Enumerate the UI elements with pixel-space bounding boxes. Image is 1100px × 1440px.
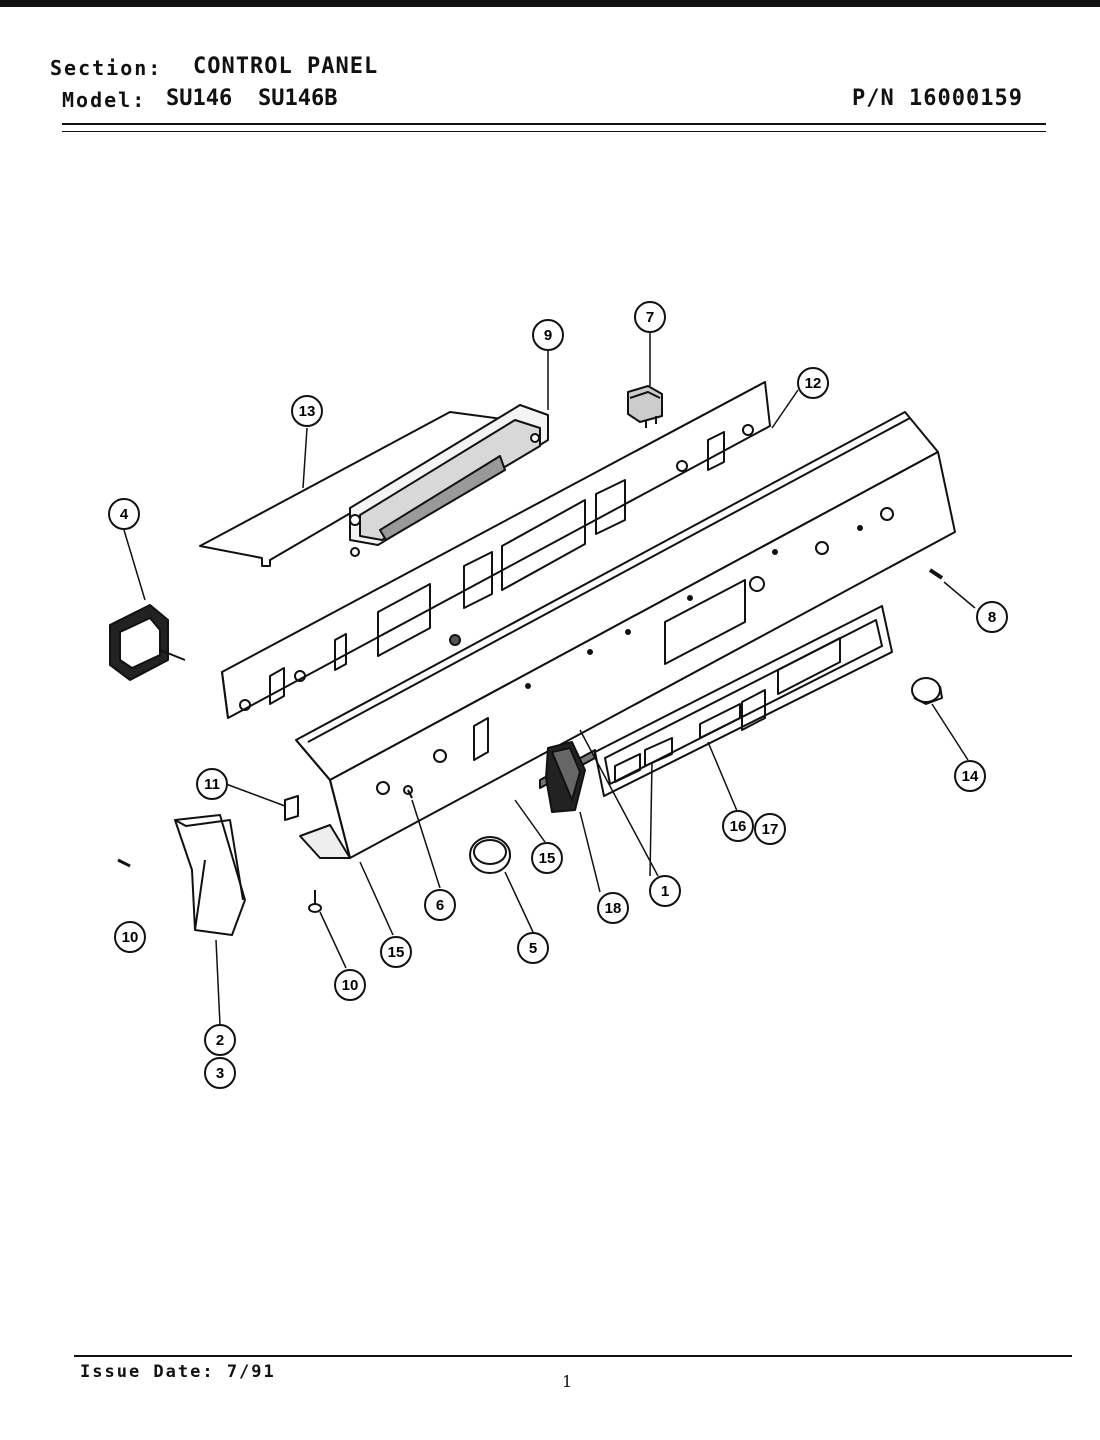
part-11-clip xyxy=(284,795,299,821)
callout-10-bottom: 10 xyxy=(334,969,366,1001)
header-rule-top xyxy=(62,123,1046,125)
header-rule-bottom xyxy=(62,131,1046,132)
callout-9: 9 xyxy=(532,319,564,351)
footer-rule xyxy=(74,1355,1072,1357)
part-5-knob xyxy=(469,836,511,874)
callout-13: 13 xyxy=(291,395,323,427)
callout-8: 8 xyxy=(976,601,1008,633)
callout-6: 6 xyxy=(424,889,456,921)
callout-14-text: 14 xyxy=(962,768,979,785)
part-10-screw-bottom xyxy=(308,890,322,913)
callout-circles: 1 2 3 4 5 6 7 8 9 10 10 11 12 13 14 15 1… xyxy=(108,301,1008,1089)
callout-13-text: 13 xyxy=(299,403,316,420)
part-12-back-panel xyxy=(221,381,771,719)
callout-10-left-text: 10 xyxy=(122,929,139,946)
callout-10-left: 10 xyxy=(114,921,146,953)
callout-5: 5 xyxy=(517,932,549,964)
callout-15-upper: 15 xyxy=(531,842,563,874)
callout-3-text: 3 xyxy=(216,1065,224,1082)
callout-18-text: 18 xyxy=(605,900,622,917)
part-14-knob xyxy=(911,677,943,705)
leader-lines xyxy=(123,333,976,1026)
callout-1-text: 1 xyxy=(661,883,669,900)
callout-17-text: 17 xyxy=(762,821,779,838)
callout-11-text: 11 xyxy=(204,776,220,793)
callout-11: 11 xyxy=(196,768,228,800)
part-2-end-cap xyxy=(174,814,246,936)
callout-17: 17 xyxy=(754,813,786,845)
callout-15-lower: 15 xyxy=(380,936,412,968)
callout-9-text: 9 xyxy=(544,327,552,344)
callout-6-text: 6 xyxy=(436,897,444,914)
part-7-switch xyxy=(627,385,663,428)
issue-date: Issue Date: 7/91 xyxy=(80,1362,276,1382)
model-number-1: SU146 xyxy=(166,86,233,111)
callout-14: 14 xyxy=(954,760,986,792)
callout-5-text: 5 xyxy=(529,940,537,957)
part-16-overlay xyxy=(594,605,893,797)
callout-1: 1 xyxy=(649,875,681,907)
callout-2-text: 2 xyxy=(216,1032,224,1049)
part-10-screw-left xyxy=(117,858,131,868)
section-label: Section: xyxy=(50,56,163,80)
callout-4-text: 4 xyxy=(120,506,129,523)
section-value: CONTROL PANEL xyxy=(193,54,379,79)
callout-18: 18 xyxy=(597,892,629,924)
part-18-rocker xyxy=(545,741,586,813)
callout-10-bottom-text: 10 xyxy=(342,977,359,994)
page-number: 1 xyxy=(562,1372,573,1391)
callout-12-text: 12 xyxy=(805,375,822,392)
part-8-screw xyxy=(928,568,944,580)
top-border xyxy=(0,0,1100,7)
model-number-2: SU146B xyxy=(258,86,338,111)
callout-15-lower-text: 15 xyxy=(388,944,405,961)
callout-7-text: 7 xyxy=(646,309,654,326)
callout-4: 4 xyxy=(108,498,140,530)
part-13-sheet xyxy=(199,411,511,567)
part-6-screw xyxy=(403,785,413,799)
part-15-console xyxy=(295,411,956,859)
callout-16-text: 16 xyxy=(730,818,747,835)
callout-3: 3 xyxy=(204,1057,236,1089)
callout-7: 7 xyxy=(634,301,666,333)
model-label: Model: xyxy=(62,88,147,112)
part-4-infinite-switch xyxy=(109,604,186,681)
part-number: P/N 16000159 xyxy=(852,86,1023,111)
callout-2: 2 xyxy=(204,1024,236,1056)
callout-12: 12 xyxy=(797,367,829,399)
callout-8-text: 8 xyxy=(988,609,996,626)
part-9-control-board xyxy=(349,404,549,557)
callout-16: 16 xyxy=(722,810,754,842)
callout-15-upper-text: 15 xyxy=(539,850,556,867)
